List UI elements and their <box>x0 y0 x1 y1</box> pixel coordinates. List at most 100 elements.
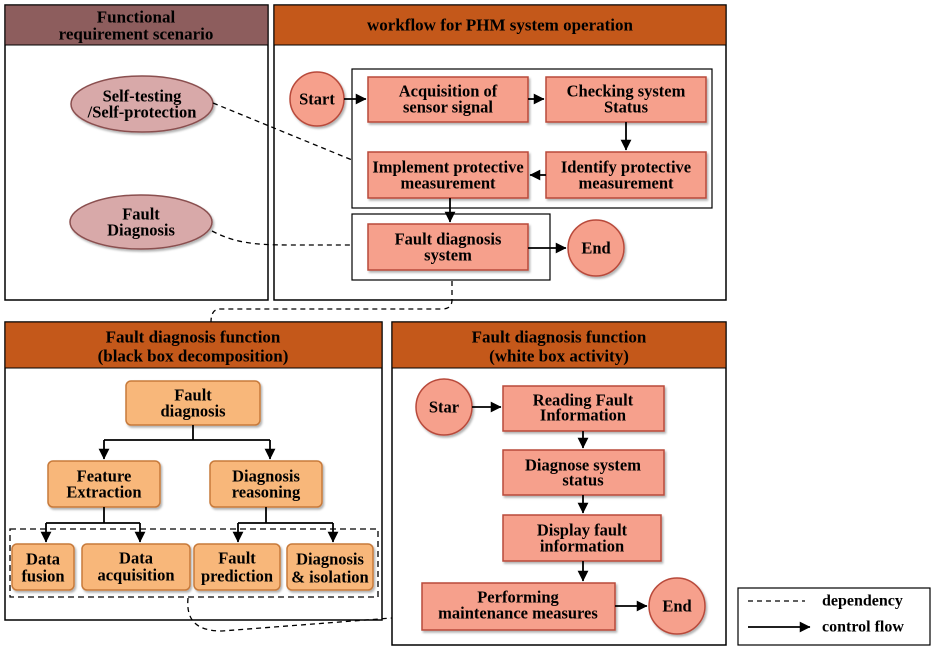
process-box-shape <box>545 151 707 199</box>
function-label: Diagnosis <box>232 467 300 486</box>
start-label: Star <box>429 398 459 417</box>
dependency-line <box>210 281 453 323</box>
function-box-shape <box>11 543 75 591</box>
process-label: Identify protective <box>561 158 691 177</box>
performing-maintenance-box: Performing maintenance measures <box>421 582 616 631</box>
function-box-shape <box>193 543 281 591</box>
process-box-shape <box>367 151 529 199</box>
process-label: system <box>424 246 472 265</box>
scenario-ellipse <box>69 194 213 250</box>
end-node: End <box>567 219 625 277</box>
function-label: & isolation <box>291 568 368 587</box>
legend-frame <box>737 587 931 646</box>
functional-requirement-panel: Functional requirement scenario Self-tes… <box>4 4 269 301</box>
end-circle <box>648 577 706 635</box>
feature-extraction-box: Feature Extraction <box>47 460 161 508</box>
fault-diagnosis-root-box: Fault diagnosis <box>125 380 261 426</box>
end-node: End <box>648 577 706 635</box>
process-label: measurement <box>400 174 496 193</box>
process-label: sensor signal <box>403 98 493 117</box>
panel-title: workflow for PHM system operation <box>367 16 634 35</box>
panel-title-line: (white box activity) <box>489 347 629 366</box>
protection-loop-group <box>351 68 713 209</box>
panel-frame <box>4 4 269 301</box>
activity-label: information <box>540 537 624 556</box>
diagnosis-reasoning-box: Diagnosis reasoning <box>209 460 323 508</box>
reading-fault-box: Reading Fault Information <box>502 385 665 432</box>
function-label: Data <box>119 549 153 568</box>
diagnosis-isolation-box: Diagnosis & isolation <box>286 543 374 591</box>
dependency-line <box>187 597 393 632</box>
activity-label: Reading Fault <box>533 391 634 410</box>
activity-label: Display fault <box>537 521 628 540</box>
function-label: Diagnosis <box>296 550 364 569</box>
function-label: Feature <box>77 467 132 486</box>
start-label: Start <box>299 90 335 109</box>
checking-status-box: Checking system Status <box>545 76 707 123</box>
start-node: Start <box>289 71 345 127</box>
activity-label: maintenance measures <box>438 604 598 623</box>
panel-header <box>273 4 727 46</box>
process-label: Fault diagnosis <box>395 230 502 249</box>
function-label: Data <box>26 550 60 569</box>
fault-diagnosis-scenario: Fault Diagnosis <box>69 194 213 250</box>
activity-label: status <box>562 471 604 490</box>
function-label: Extraction <box>66 483 141 502</box>
panel-title-line: Functional <box>97 8 176 27</box>
process-box-shape <box>367 223 529 271</box>
data-fusion-box: Data fusion <box>11 543 75 591</box>
function-label: prediction <box>201 567 273 586</box>
function-box-shape <box>286 543 374 591</box>
dependency-line <box>212 102 353 161</box>
panel-title-line: (black box decomposition) <box>98 347 289 366</box>
data-acquisition-box: Data acquisition <box>81 543 191 591</box>
self-testing-scenario: Self-testing /Self-protection <box>70 75 214 133</box>
function-label: Fault <box>174 386 212 405</box>
diagnose-status-box: Diagnose system status <box>502 449 665 496</box>
end-label: End <box>581 239 610 258</box>
fault-diagnosis-system-box: Fault diagnosis system <box>367 223 529 271</box>
legend: dependency control flow <box>737 587 931 646</box>
legend-dependency-label: dependency <box>822 593 903 610</box>
identify-measurement-box: Identify protective measurement <box>545 151 707 199</box>
scenario-label: Self-testing <box>103 87 183 106</box>
dependency-line <box>211 230 352 246</box>
process-label: Acquisition of <box>399 82 498 101</box>
process-label: Status <box>604 98 649 117</box>
process-label: Checking system <box>567 82 686 101</box>
scenario-label: Fault <box>122 205 160 224</box>
end-label: End <box>662 597 691 616</box>
activity-label: Diagnose system <box>525 456 641 475</box>
function-label: reasoning <box>232 483 301 502</box>
process-label: Implement protective <box>372 158 523 177</box>
black-box-panel: Fault diagnosis function (black box deco… <box>4 321 383 621</box>
display-fault-box: Display fault information <box>502 514 662 562</box>
panel-header <box>4 4 269 46</box>
legend-control-flow-label: control flow <box>822 619 904 636</box>
panel-title-line: Fault diagnosis function <box>106 328 281 347</box>
scenario-label: /Self-protection <box>87 103 197 122</box>
activity-label: Information <box>540 406 626 425</box>
activity-label: Performing <box>477 588 559 607</box>
star-node: Star <box>415 378 473 436</box>
panel-title-line: Fault diagnosis function <box>472 328 647 347</box>
process-box-shape <box>545 76 707 123</box>
process-label: measurement <box>578 174 674 193</box>
implement-measurement-box: Implement protective measurement <box>367 151 529 199</box>
activity-box-shape <box>502 514 662 562</box>
white-box-panel: Fault diagnosis function (white box acti… <box>391 321 727 646</box>
panel-header <box>4 321 383 369</box>
panel-header <box>391 321 727 369</box>
function-label: Fault <box>218 549 256 568</box>
end-circle <box>567 219 625 277</box>
scenario-ellipse <box>70 75 214 133</box>
phm-workflow-panel: workflow for PHM system operation Start … <box>273 4 727 301</box>
activity-box-shape <box>502 385 665 432</box>
activity-box-shape <box>421 582 616 631</box>
leaf-functions-group <box>9 528 379 598</box>
scenario-label: Diagnosis <box>107 221 175 240</box>
panel-title-line: requirement scenario <box>59 25 214 44</box>
function-label: diagnosis <box>160 402 226 421</box>
function-box-shape <box>81 543 191 591</box>
